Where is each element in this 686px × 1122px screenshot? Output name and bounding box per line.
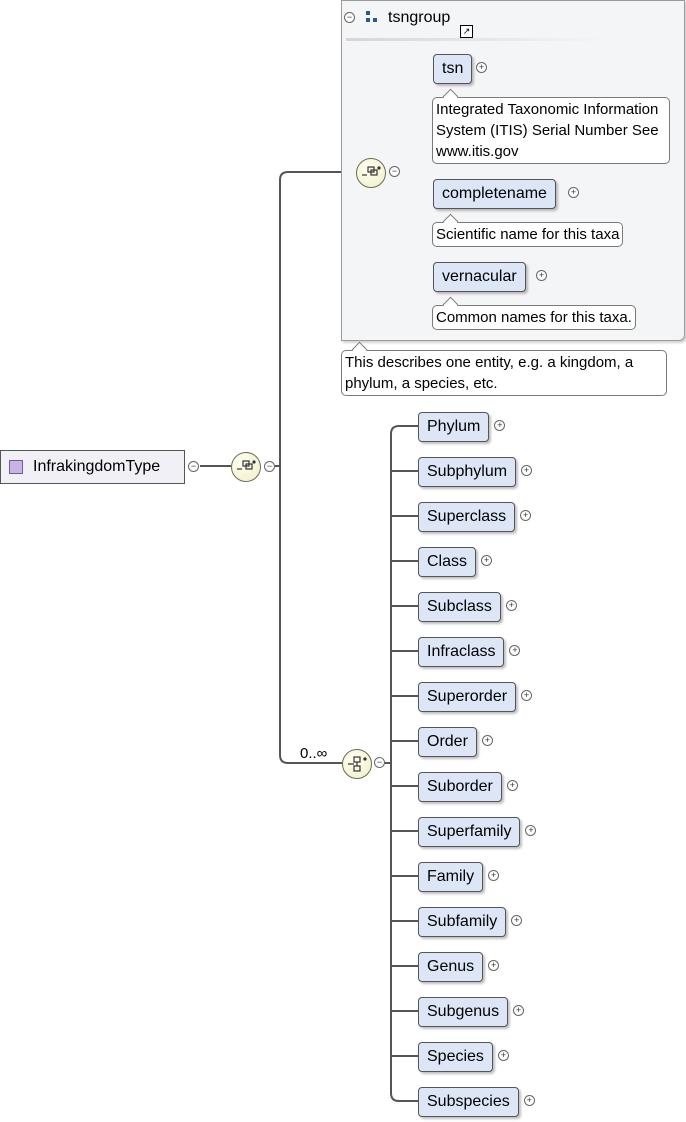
expand-subgenus-icon[interactable]: + [513, 1005, 525, 1016]
element-order[interactable]: Order [418, 727, 477, 757]
root-type-box[interactable]: InfrakingdomType [0, 450, 185, 484]
element-infraclass[interactable]: Infraclass [418, 637, 505, 667]
element-superorder[interactable]: Superorder [418, 682, 517, 712]
element-species[interactable]: Species [418, 1042, 493, 1072]
element-genus[interactable]: Genus [418, 952, 484, 982]
expand-family-icon[interactable]: + [488, 870, 500, 881]
expand-order-icon[interactable]: + [481, 735, 493, 746]
expand-class-icon[interactable]: + [481, 555, 493, 566]
element-superclass[interactable]: Superclass [418, 502, 516, 532]
element-subphylum[interactable]: Subphylum [418, 457, 517, 487]
element-superfamily[interactable]: Superfamily [418, 817, 521, 847]
group-title[interactable]: tsngroup [388, 9, 451, 26]
element-completename[interactable]: completename [433, 179, 556, 209]
expand-phylum-icon[interactable]: + [494, 420, 506, 431]
element-phylum[interactable]: Phylum [418, 412, 490, 442]
completename-annotation: Scientific name for this taxa [432, 222, 624, 247]
expand-subphylum-icon[interactable]: + [521, 465, 533, 476]
expand-superorder-icon[interactable]: + [521, 690, 533, 701]
expand-completename-icon[interactable]: + [568, 187, 579, 198]
tsn-annotation: Integrated Taxonomic Information System … [432, 97, 670, 164]
group-icon [366, 11, 377, 22]
expand-superclass-icon[interactable]: + [520, 510, 532, 521]
collapse-sequence-icon[interactable]: − [264, 461, 275, 472]
element-vernacular[interactable]: vernacular [433, 262, 526, 292]
element-subspecies[interactable]: Subspecies [418, 1087, 519, 1117]
element-class[interactable]: Class [418, 547, 477, 577]
group-divider [346, 38, 606, 41]
external-link-icon[interactable]: ↗ [460, 25, 473, 38]
collapse-choice-icon[interactable]: − [374, 757, 385, 768]
collapse-group-icon[interactable]: − [344, 12, 355, 23]
expand-infraclass-icon[interactable]: + [509, 645, 521, 656]
group-annotation: This describes one entity, e.g. a kingdo… [341, 350, 667, 396]
choice-icon[interactable] [342, 749, 372, 779]
expand-tsn-icon[interactable]: + [476, 62, 487, 73]
vernacular-annotation: Common names for this taxa. [432, 305, 636, 330]
expand-subspecies-icon[interactable]: + [523, 1095, 535, 1106]
element-family[interactable]: Family [418, 862, 484, 892]
element-subgenus[interactable]: Subgenus [418, 997, 509, 1027]
expand-species-icon[interactable]: + [497, 1050, 509, 1061]
collapse-root-icon[interactable]: − [188, 461, 199, 472]
element-subclass[interactable]: Subclass [418, 592, 501, 622]
expand-subfamily-icon[interactable]: + [511, 915, 523, 926]
element-tsn[interactable]: tsn [433, 54, 473, 84]
element-subfamily[interactable]: Subfamily [418, 907, 507, 937]
element-suborder[interactable]: Suborder [418, 772, 502, 802]
expand-superfamily-icon[interactable]: + [525, 825, 537, 836]
complex-type-icon [9, 460, 23, 474]
collapse-group-sequence-icon[interactable]: − [389, 166, 400, 177]
expand-subclass-icon[interactable]: + [505, 600, 517, 611]
occurrence-label: 0..∞ [300, 745, 328, 762]
group-sequence-icon[interactable] [356, 158, 386, 188]
sequence-icon[interactable] [231, 452, 261, 482]
expand-genus-icon[interactable]: + [488, 960, 500, 971]
root-type-label: InfrakingdomType [33, 458, 161, 475]
expand-suborder-icon[interactable]: + [506, 780, 518, 791]
expand-vernacular-icon[interactable]: + [536, 270, 547, 281]
